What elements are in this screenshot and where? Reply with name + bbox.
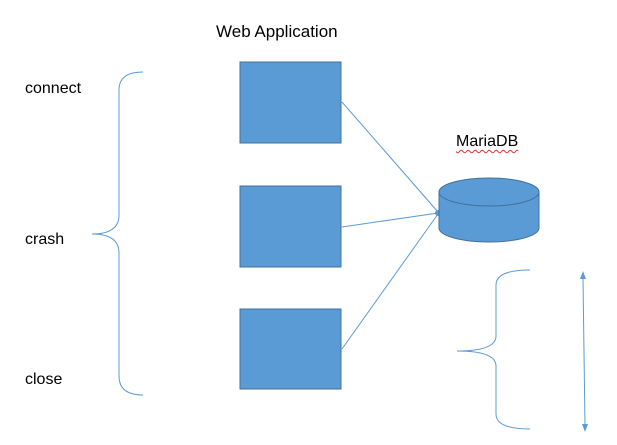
- step-label-connect: connect: [25, 80, 82, 97]
- connection-line-3: [341, 213, 439, 350]
- app-instance-box-1: [239, 61, 342, 144]
- database-label-text: MariaDB: [456, 133, 519, 150]
- step-label-crash: crash: [25, 231, 65, 248]
- database-cylinder-icon: [438, 177, 540, 243]
- app-instance-box-2: [239, 185, 342, 268]
- diagram-title: Web Application: [216, 22, 338, 41]
- step-label-close: close: [25, 371, 63, 388]
- vertical-double-arrow: [580, 271, 588, 432]
- right-brace: [456, 269, 531, 430]
- connection-line-2: [341, 212, 439, 228]
- lifecycle-brace: [91, 71, 144, 396]
- app-instance-box-3: [239, 308, 342, 390]
- database-label: MariaDB: [456, 134, 518, 150]
- connection-line-1: [341, 101, 439, 213]
